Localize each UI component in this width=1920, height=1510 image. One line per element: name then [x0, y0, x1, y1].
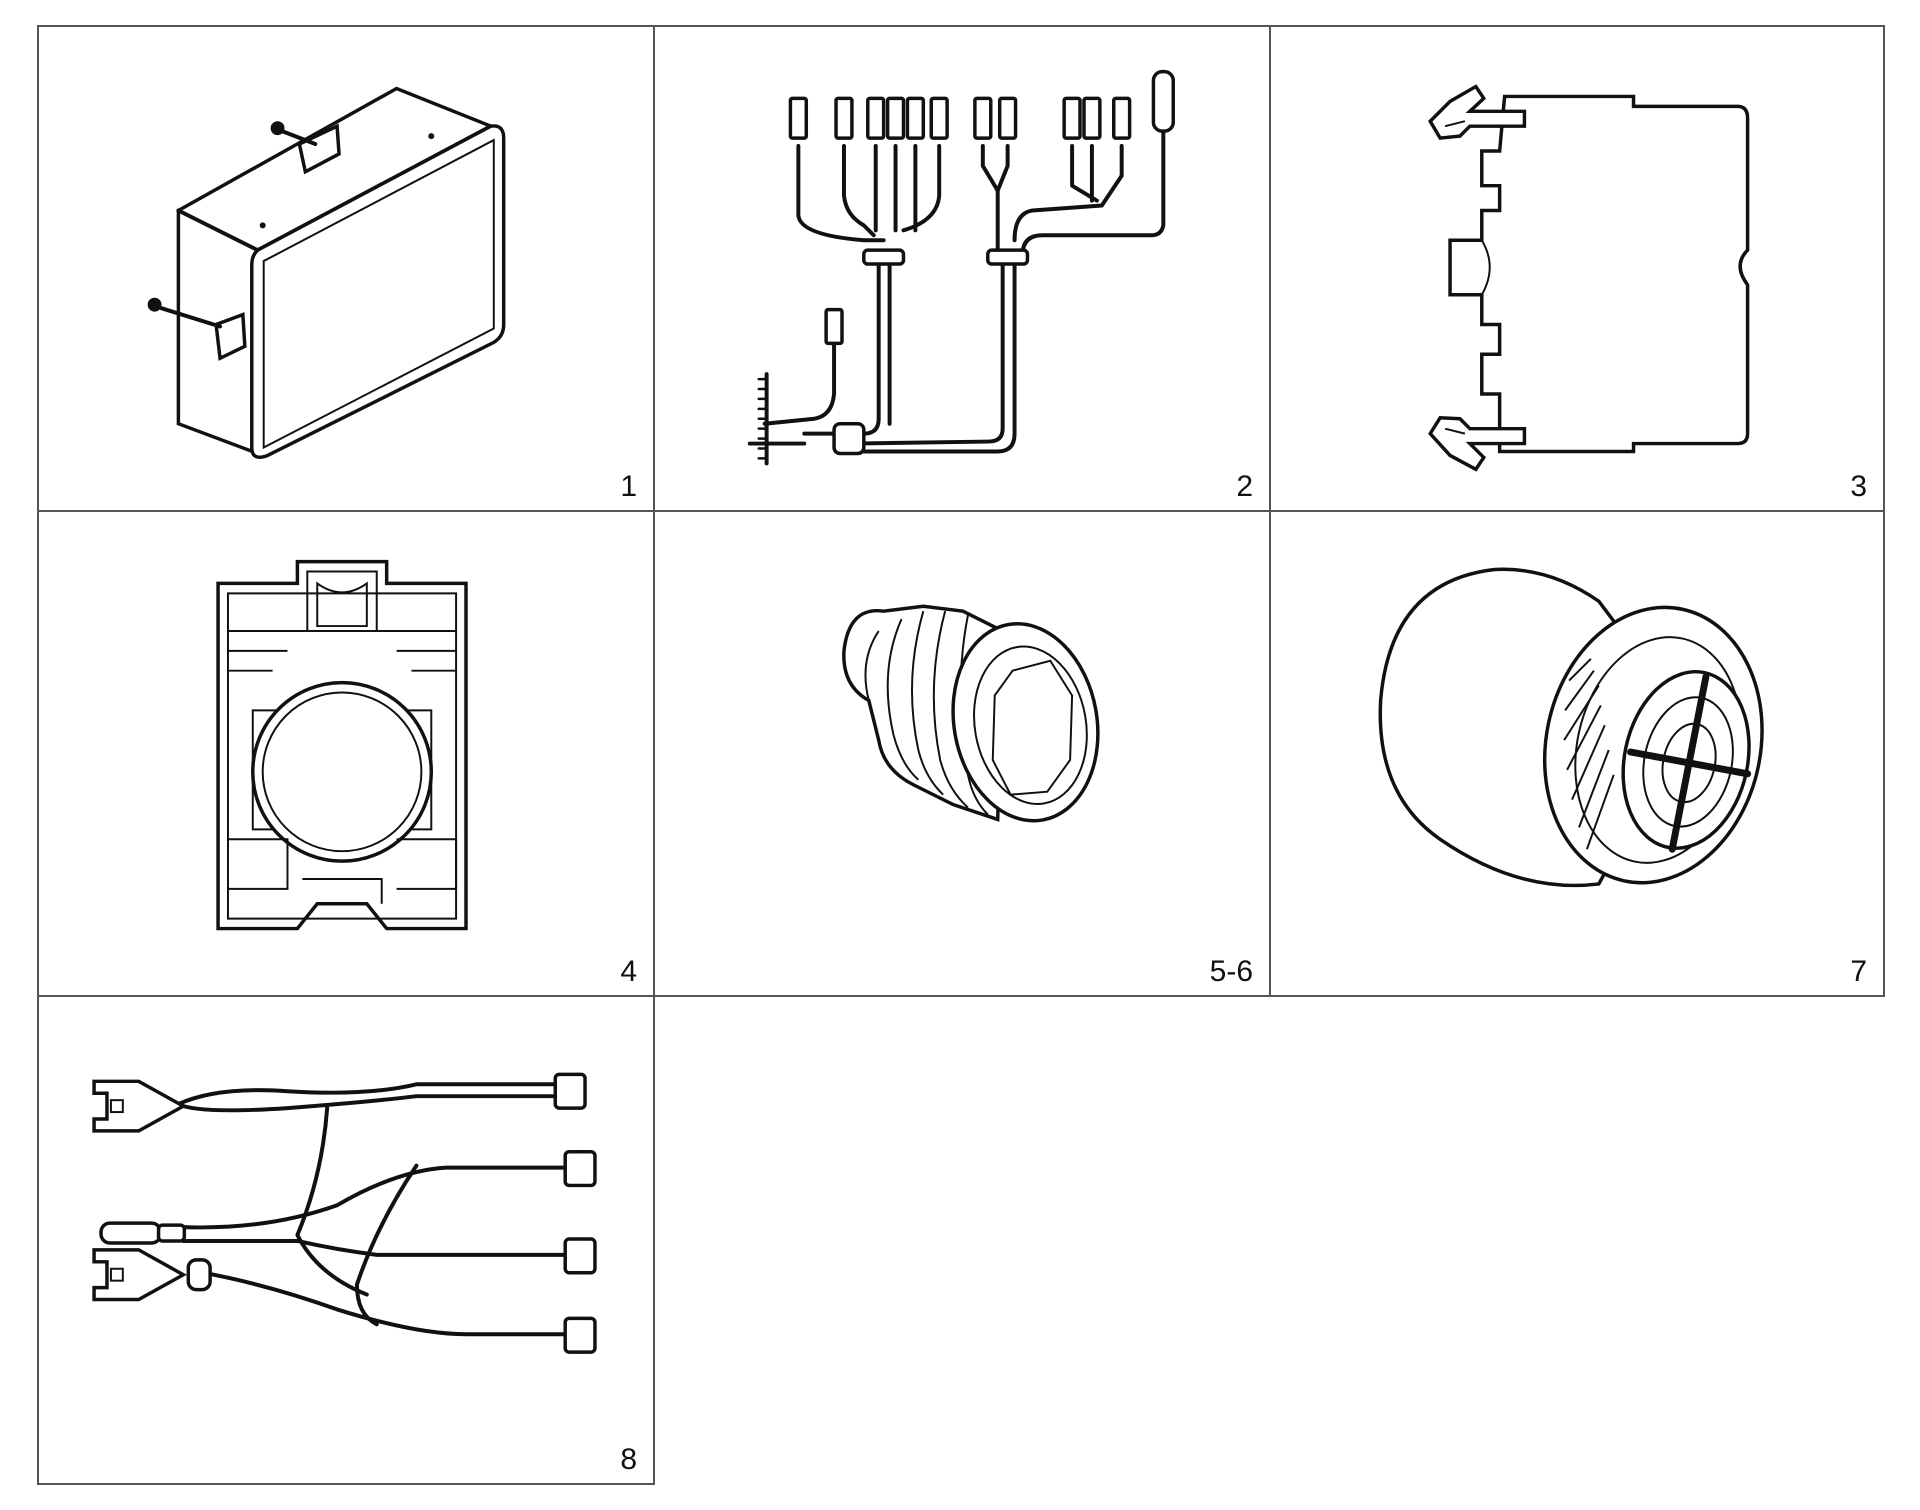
- part-number: 3: [1850, 470, 1867, 503]
- part-cell-7: 7: [1269, 510, 1885, 997]
- wiring-harness-icon: [747, 69, 1175, 466]
- part-cell-4: 4: [37, 510, 655, 997]
- control-box-icon: [147, 86, 506, 459]
- part-cell-2: 2: [653, 25, 1271, 512]
- contact-block-icon: [1428, 84, 1750, 472]
- parts-grid: 1: [37, 25, 1885, 1485]
- part-number: 1: [620, 470, 637, 503]
- part-number: 8: [620, 1443, 637, 1476]
- buzzer-icon: [1378, 567, 1764, 888]
- cable-harness-icon: [92, 1072, 597, 1354]
- part-cell-3: 3: [1269, 25, 1885, 512]
- part-number: 5-6: [1209, 955, 1253, 988]
- mounting-adapter-icon: [216, 559, 468, 931]
- indicator-light-icon: [842, 604, 1100, 823]
- part-cell-5: 5-6: [653, 510, 1271, 997]
- part-cell-8: 8: [37, 995, 655, 1485]
- part-number: 2: [1236, 470, 1253, 503]
- part-cell-1: 1: [37, 25, 655, 512]
- part-number: 4: [620, 955, 637, 988]
- part-number: 7: [1850, 955, 1867, 988]
